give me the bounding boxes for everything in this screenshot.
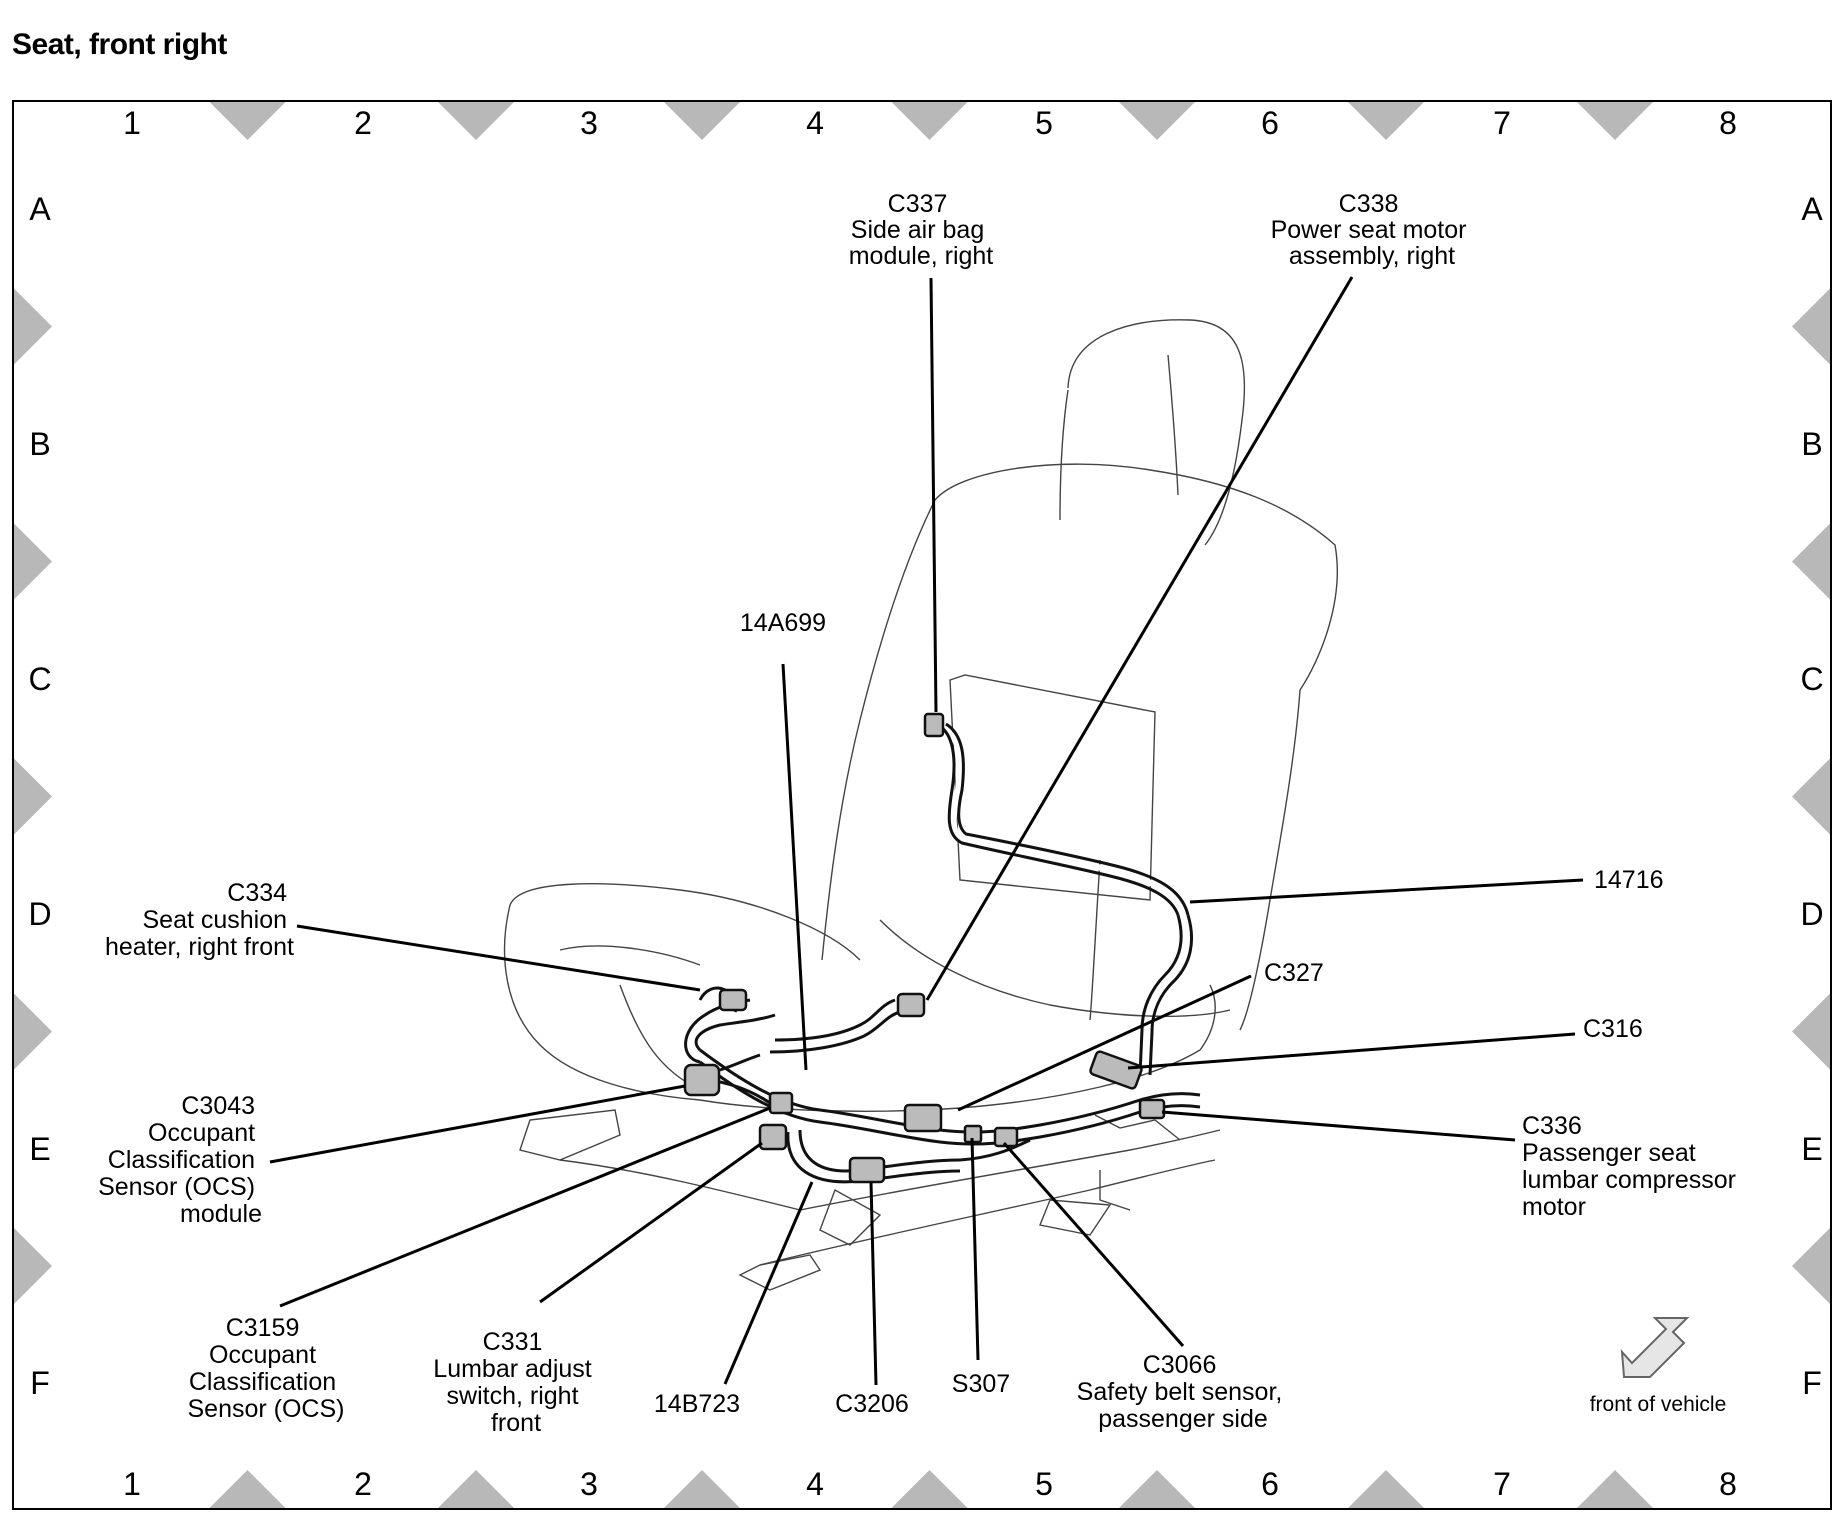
front-of-vehicle-label: front of vehicle (1590, 1393, 1727, 1416)
grid-tick (209, 1470, 286, 1508)
grid-tick (1792, 288, 1830, 365)
callout-c3043: C3043 Occupant Classification Sensor (OC… (98, 1092, 262, 1228)
callout-14716: 14716 (1594, 866, 1664, 894)
row-label-D: D (28, 896, 51, 932)
grid-tick (14, 993, 52, 1070)
front-arrow-icon (1620, 1317, 1690, 1378)
callout-c337: C337 Side air bag module, right (849, 190, 994, 270)
connector-c334 (718, 988, 748, 1012)
column-label-4: 4 (806, 1466, 824, 1502)
grid-tick (1792, 993, 1830, 1070)
column-labels-top: 1 2 3 4 5 6 7 8 (123, 105, 1737, 141)
column-label-5: 5 (1035, 105, 1053, 141)
grid-tick (1348, 102, 1424, 140)
grid-tick (14, 1228, 52, 1304)
grid-tick (1792, 523, 1830, 600)
grid-tick (14, 288, 52, 365)
connector-c338 (896, 992, 926, 1018)
grid-tick (1792, 1228, 1830, 1304)
column-label-5: 5 (1035, 1466, 1053, 1502)
grid-tick (664, 102, 740, 140)
grid-tick (209, 102, 286, 140)
grid-tick (891, 1470, 968, 1508)
wiring-harness (684, 722, 1201, 1184)
row-labels-left: A B C D E F (28, 191, 51, 1401)
diagram-frame (12, 100, 1832, 1510)
connectors (683, 712, 1166, 1184)
front-of-vehicle-indicator: front of vehicle (1590, 1317, 1727, 1416)
column-label-6: 6 (1261, 1466, 1279, 1502)
callout-s307: S307 (952, 1370, 1010, 1398)
callout-c334: C334 Seat cushion heater, right front (105, 879, 294, 961)
column-label-2: 2 (354, 105, 372, 141)
column-label-2: 2 (354, 1466, 372, 1502)
callout-14a699: 14A699 (740, 609, 826, 637)
row-label-A: A (1801, 191, 1823, 227)
column-label-1: 1 (123, 1466, 141, 1502)
column-label-3: 3 (580, 1466, 598, 1502)
row-label-E: E (1801, 1131, 1822, 1167)
grid-tick (14, 523, 52, 600)
grid-tick (664, 1470, 740, 1508)
row-label-F: F (30, 1365, 50, 1401)
grid-tick (1577, 102, 1653, 140)
column-label-1: 1 (123, 105, 141, 141)
grid-tick (1577, 1470, 1653, 1508)
column-labels-bottom: 1 2 3 4 5 6 7 8 (123, 1466, 1737, 1502)
grid-tick (1792, 758, 1830, 835)
grid-tick (1119, 102, 1195, 140)
connector-c336 (1138, 1098, 1166, 1120)
callout-c336: C336 Passenger seat lumbar compressor mo… (1522, 1112, 1743, 1221)
column-label-8: 8 (1719, 105, 1737, 141)
callout-c3206: C3206 (835, 1390, 909, 1418)
connector-c331 (758, 1123, 788, 1151)
callout-c3159: C3159 Occupant Classification Sensor (OC… (188, 1314, 345, 1423)
leader-lines (269, 276, 1584, 1386)
row-label-C: C (28, 661, 51, 697)
connector-c3206 (848, 1156, 886, 1184)
column-label-4: 4 (806, 105, 824, 141)
grid-tick (438, 1470, 514, 1508)
row-label-C: C (1800, 661, 1823, 697)
row-label-F: F (1802, 1365, 1822, 1401)
grid-tick (1348, 1470, 1424, 1508)
page-title: Seat, front right (12, 28, 227, 61)
connector-c337 (923, 712, 945, 738)
callout-c338: C338 Power seat motor assembly, right (1271, 190, 1474, 270)
grid-tick-marks (14, 102, 1830, 1508)
column-label-7: 7 (1493, 105, 1511, 141)
callout-labels: C337 Side air bag module, right C338 Pow… (98, 190, 1743, 1437)
grid-tick (891, 102, 968, 140)
callout-c331: C331 Lumbar adjust switch, right front (433, 1328, 598, 1437)
callout-c316: C316 (1583, 1015, 1643, 1043)
callout-14b723: 14B723 (654, 1390, 740, 1418)
callout-c327: C327 (1264, 959, 1324, 987)
connector-c3043 (683, 1063, 721, 1097)
row-label-D: D (1800, 896, 1823, 932)
column-label-3: 3 (580, 105, 598, 141)
column-label-7: 7 (1493, 1466, 1511, 1502)
connector-c316 (1089, 1050, 1143, 1090)
seat-outline (503, 319, 1338, 1291)
grid-tick (438, 102, 514, 140)
row-label-A: A (29, 191, 51, 227)
callout-c3066: C3066 Safety belt sensor, passenger side (1077, 1351, 1290, 1433)
row-label-B: B (1801, 426, 1822, 462)
grid-tick (1119, 1470, 1195, 1508)
connector-c3159 (768, 1091, 794, 1115)
grid-tick (14, 758, 52, 835)
row-label-B: B (29, 426, 50, 462)
connector-c327 (903, 1103, 943, 1133)
row-label-E: E (29, 1131, 50, 1167)
column-label-6: 6 (1261, 105, 1279, 141)
column-label-8: 8 (1719, 1466, 1737, 1502)
row-labels-right: A B C D E F (1800, 191, 1823, 1401)
